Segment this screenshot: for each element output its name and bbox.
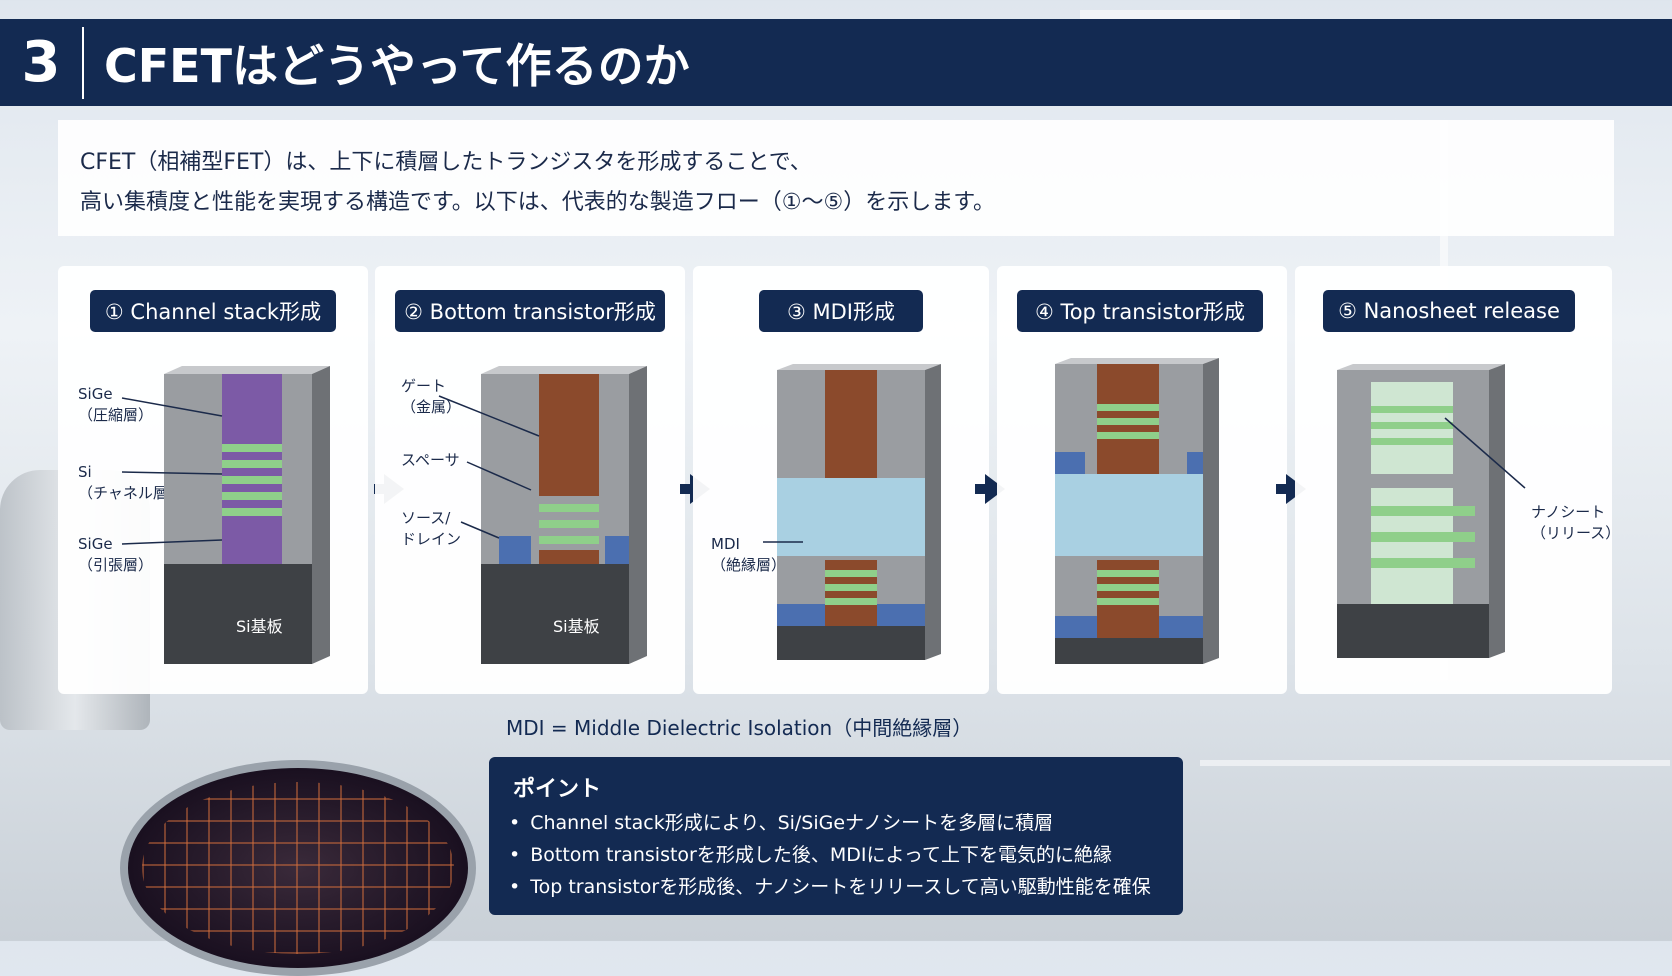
callout-text: （リリース）	[1531, 524, 1621, 542]
step-label-3: ③ MDI形成	[759, 290, 923, 332]
substrate-label: Si基板	[236, 617, 283, 636]
step-label-5: ⑤ Nanosheet release	[1323, 290, 1575, 332]
callout-gate: ゲート （金属）	[401, 376, 461, 418]
title-bar: 3 CFETはどうやって作るのか	[0, 19, 1672, 106]
step-label-4: ④ Top transistor形成	[1017, 290, 1263, 332]
wafer-image	[120, 760, 476, 976]
step-panel-4: ④ Top transistor形成	[997, 266, 1287, 694]
callout-si: Si （チャネル層）	[78, 462, 183, 504]
callout-text: （チャネル層）	[78, 484, 183, 502]
step-panel-2: ② Bottom transistor形成 ゲート （金属） スペーサ ソース/…	[375, 266, 685, 694]
callout-sige-bottom: SiGe （引張層）	[78, 534, 153, 576]
callout-text: ドレイン	[401, 530, 462, 548]
list-item: Bottom transistorを形成した後、MDIによって上下を電気的に絶縁	[509, 839, 1151, 871]
section-number: 3	[21, 30, 61, 95]
points-list: Channel stack形成により、Si/SiGeナノシートを多層に積層 Bo…	[509, 807, 1151, 903]
callout-text: ナノシート	[1531, 503, 1606, 521]
step-panel-5: ⑤ Nanosheet release ナノシート （リリース）	[1295, 266, 1620, 694]
callout-text: （絶縁層）	[711, 556, 787, 574]
callout-text: ゲート	[401, 377, 447, 395]
top-transistor-diagram	[1055, 358, 1219, 664]
ceiling-light	[1080, 10, 1240, 20]
step-panel-1: ① Channel stack形成 SiGe （圧縮層） Si （チャネル層） …	[58, 266, 368, 694]
intro-line-1: CFET（相補型FET）は、上下に積層したトランジスタを形成することで、	[80, 150, 812, 175]
callout-sige-top: SiGe （圧縮層）	[78, 384, 153, 426]
list-item: Channel stack形成により、Si/SiGeナノシートを多層に積層	[509, 807, 1151, 839]
callout-text: MDI	[711, 535, 740, 553]
floor-line	[1200, 760, 1670, 766]
intro-line-2: 高い集積度と性能を実現する構造です。以下は、代表的な製造フロー（①～⑤）を示しま…	[80, 190, 996, 215]
callout-spacer: スペーサ	[401, 451, 460, 469]
callout-text: （金属）	[401, 398, 462, 416]
list-item: Top transistorを形成後、ナノシートをリリースして高い駆動性能を確保	[509, 871, 1151, 903]
step-panel-3: ③ MDI形成 MDI （絶縁層）	[693, 266, 989, 694]
points-heading: ポイント	[513, 777, 602, 802]
callout-text: ソース/	[401, 509, 451, 527]
title-divider	[82, 27, 84, 99]
callout-text: （圧縮層）	[78, 406, 154, 424]
callout-text: SiGe	[78, 385, 113, 403]
mdi-note: MDI = Middle Dielectric Isolation（中間絶縁層）	[506, 716, 973, 740]
points-box: ポイント Channel stack形成により、Si/SiGeナノシートを多層に…	[489, 757, 1183, 915]
nanosheet-release-diagram	[1337, 364, 1526, 658]
callout-text: Si	[78, 463, 92, 481]
bottom-transistor-diagram	[438, 366, 647, 664]
substrate-label: Si基板	[553, 617, 600, 636]
callout-mdi: MDI （絶縁層）	[711, 534, 786, 576]
callout-source-drain: ソース/ ドレイン	[401, 508, 461, 550]
callout-text: SiGe	[78, 535, 113, 553]
intro-box: CFET（相補型FET）は、上下に積層したトランジスタを形成することで、 高い集…	[58, 120, 1614, 236]
page-title: CFETはどうやって作るのか	[104, 38, 690, 93]
step-label-2: ② Bottom transistor形成	[395, 290, 665, 332]
callout-nanosheet: ナノシート （リリース）	[1531, 502, 1620, 544]
callout-text: （引張層）	[78, 556, 154, 574]
mdi-diagram	[763, 364, 941, 660]
step-label-1: ① Channel stack形成	[90, 290, 336, 332]
channel-stack-diagram	[121, 366, 330, 664]
